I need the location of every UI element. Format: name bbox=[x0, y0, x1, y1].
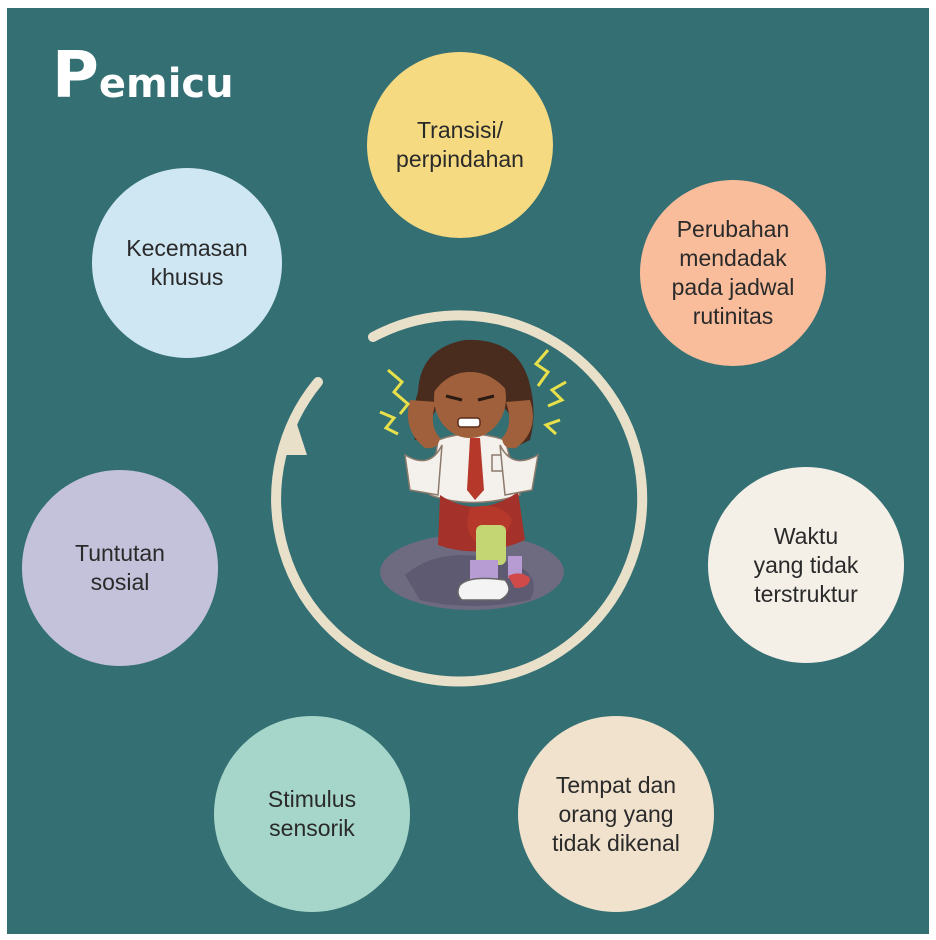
trigger-bubble-sensory-stimulus: Stimulus sensorik bbox=[214, 716, 410, 912]
title-first-letter: P bbox=[52, 39, 99, 113]
trigger-label: Waktu yang tidak terstruktur bbox=[753, 522, 859, 607]
trigger-bubble-transition: Transisi/ perpindahan bbox=[367, 52, 553, 238]
cycle-ring bbox=[271, 310, 648, 687]
child-covering-ears-illustration bbox=[379, 339, 567, 610]
trigger-label: Tuntutan sosial bbox=[75, 540, 165, 595]
trigger-label: Transisi/ perpindahan bbox=[396, 117, 524, 172]
trigger-bubble-schedule-change: Perubahan mendadak pada jadwal rutinitas bbox=[640, 180, 826, 366]
trigger-bubble-specific-anxiety: Kecemasan khusus bbox=[92, 168, 282, 358]
trigger-label: Perubahan mendadak pada jadwal rutinitas bbox=[671, 216, 795, 329]
trigger-bubble-social-demands: Tuntutan sosial bbox=[22, 470, 218, 666]
trigger-label: Tempat dan orang yang tidak dikenal bbox=[552, 771, 680, 856]
trigger-label: Kecemasan khusus bbox=[126, 235, 248, 290]
title-rest: emicu bbox=[98, 61, 234, 107]
trigger-bubble-unstructured-time: Waktu yang tidak terstruktur bbox=[708, 467, 904, 663]
cycle-arrowhead bbox=[277, 412, 307, 455]
trigger-label: Stimulus sensorik bbox=[267, 786, 357, 841]
diagram-title: Pemicu bbox=[52, 44, 234, 108]
trigger-bubble-unfamiliar-places: Tempat dan orang yang tidak dikenal bbox=[518, 716, 714, 912]
